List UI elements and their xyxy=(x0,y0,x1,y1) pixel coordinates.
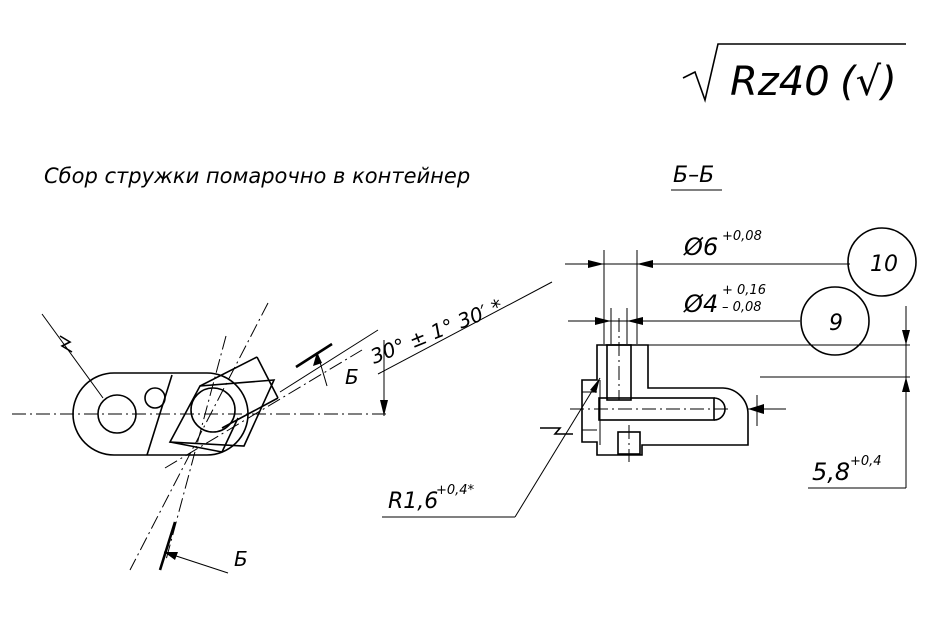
hole-large xyxy=(97,394,137,434)
svg-text:Ø: Ø xyxy=(683,233,704,261)
part-body-outline xyxy=(72,372,249,456)
roughness-suffix: (√) xyxy=(840,59,897,105)
section-body xyxy=(581,344,749,456)
svg-text:+0,08: +0,08 xyxy=(722,229,762,244)
angle-dimension: 30° ± 1° 30′ * xyxy=(367,294,506,369)
svg-text:5,8: 5,8 xyxy=(812,458,850,486)
cut-label-lower: Б xyxy=(234,547,248,571)
balloon-9: 9 xyxy=(800,286,870,356)
section-view: Ø 6 +0,08 Ø 4 + 0,16 – 0,08 10 9 xyxy=(382,227,917,518)
balloon-10: 10 xyxy=(847,227,917,297)
svg-text:Ø: Ø xyxy=(683,290,704,318)
roughness-label: Rz40 xyxy=(730,59,830,105)
svg-text:– 0,08: – 0,08 xyxy=(722,300,762,315)
dim-diameter-6: Ø 6 +0,08 xyxy=(683,229,762,261)
roughness-symbol: Rz40 (√) xyxy=(682,43,906,105)
inclined-boss xyxy=(168,356,279,453)
left-view: 30° ± 1° 30′ * Б Б xyxy=(12,281,553,574)
svg-text:+0,4*: +0,4* xyxy=(436,483,475,498)
svg-text:Б–Б: Б–Б xyxy=(673,163,714,188)
svg-text:10: 10 xyxy=(870,252,898,277)
cut-mark-upper xyxy=(295,342,333,369)
svg-text:+0,4: +0,4 xyxy=(850,454,882,469)
chip-collection-note: Сбор стружки помарочно в контейнер xyxy=(44,164,470,188)
cut-mark-lower xyxy=(158,521,177,571)
dim-radius: R1,6 +0,4* xyxy=(388,483,475,514)
dim-height-5-8: 5,8 +0,4 xyxy=(812,454,882,486)
cut-label-upper: Б xyxy=(345,365,359,389)
svg-text:+ 0,16: + 0,16 xyxy=(722,283,766,298)
section-title: Б–Б xyxy=(671,163,722,191)
svg-text:R1,6: R1,6 xyxy=(388,489,438,514)
svg-text:4: 4 xyxy=(703,290,718,318)
svg-text:6: 6 xyxy=(703,233,718,261)
svg-text:9: 9 xyxy=(829,311,843,336)
dim-diameter-4: Ø 4 + 0,16 – 0,08 xyxy=(683,283,766,318)
